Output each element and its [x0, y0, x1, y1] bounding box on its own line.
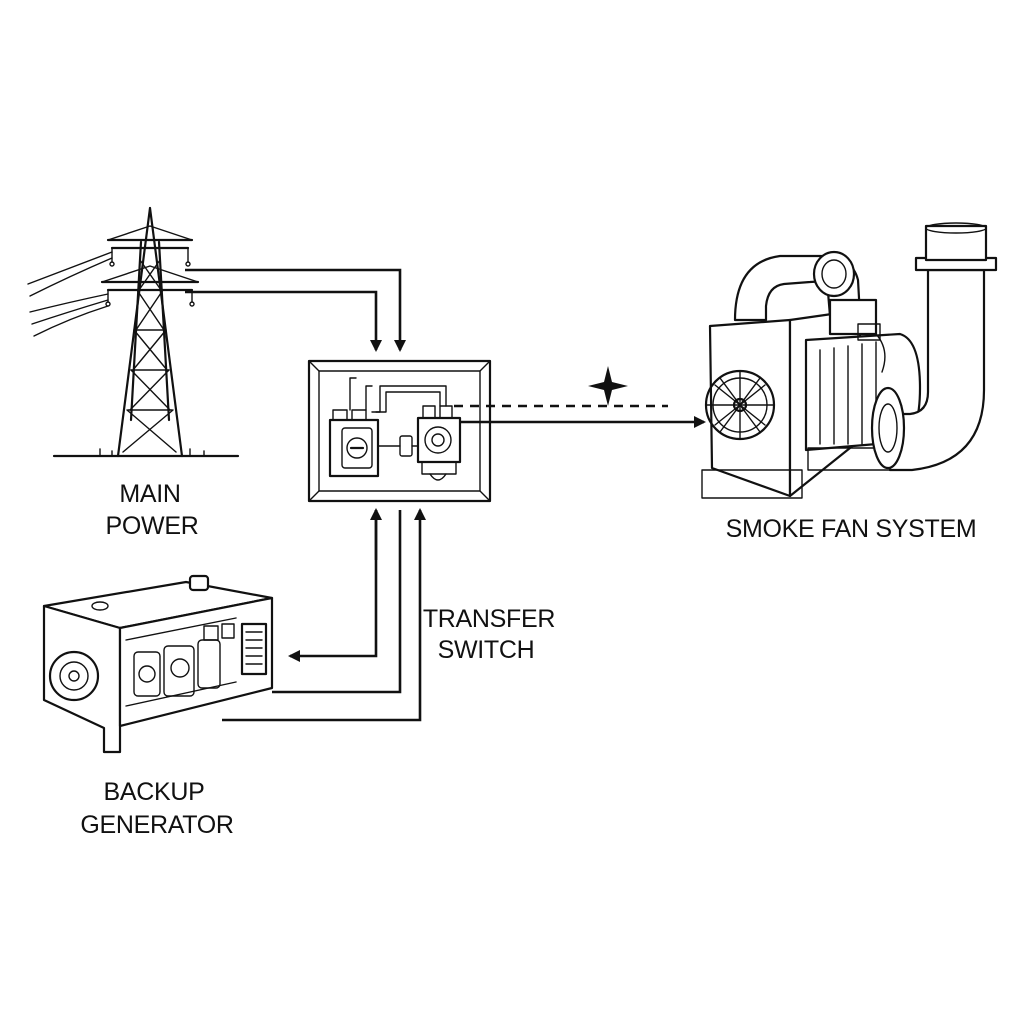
switch-to-generator-wire — [288, 510, 378, 662]
transmission-tower-icon — [27, 206, 240, 458]
main-power-wire-1 — [185, 268, 406, 352]
main-power-label-line2: POWER — [106, 512, 199, 540]
generator-icon — [42, 574, 274, 754]
transfer-switch-panel-icon — [307, 359, 492, 503]
generator-to-switch-wire-2 — [222, 508, 426, 722]
transfer-switch-label-line1: TRANSFER — [423, 605, 555, 633]
backup-generator-label-line1: BACKUP — [103, 778, 204, 806]
main-power-label-line1: MAIN — [119, 480, 180, 508]
connection-wires — [185, 268, 706, 722]
generator-to-switch-wire-1 — [272, 510, 402, 694]
smoke-fan-icon — [701, 222, 998, 499]
spark-icon — [588, 366, 628, 406]
backup-generator-label-line2: GENERATOR — [80, 811, 233, 839]
transfer-switch-label-line2: SWITCH — [438, 636, 535, 664]
smoke-fan-system-label: SMOKE FAN SYSTEM — [726, 515, 977, 543]
main-power-wire-2 — [185, 290, 382, 352]
